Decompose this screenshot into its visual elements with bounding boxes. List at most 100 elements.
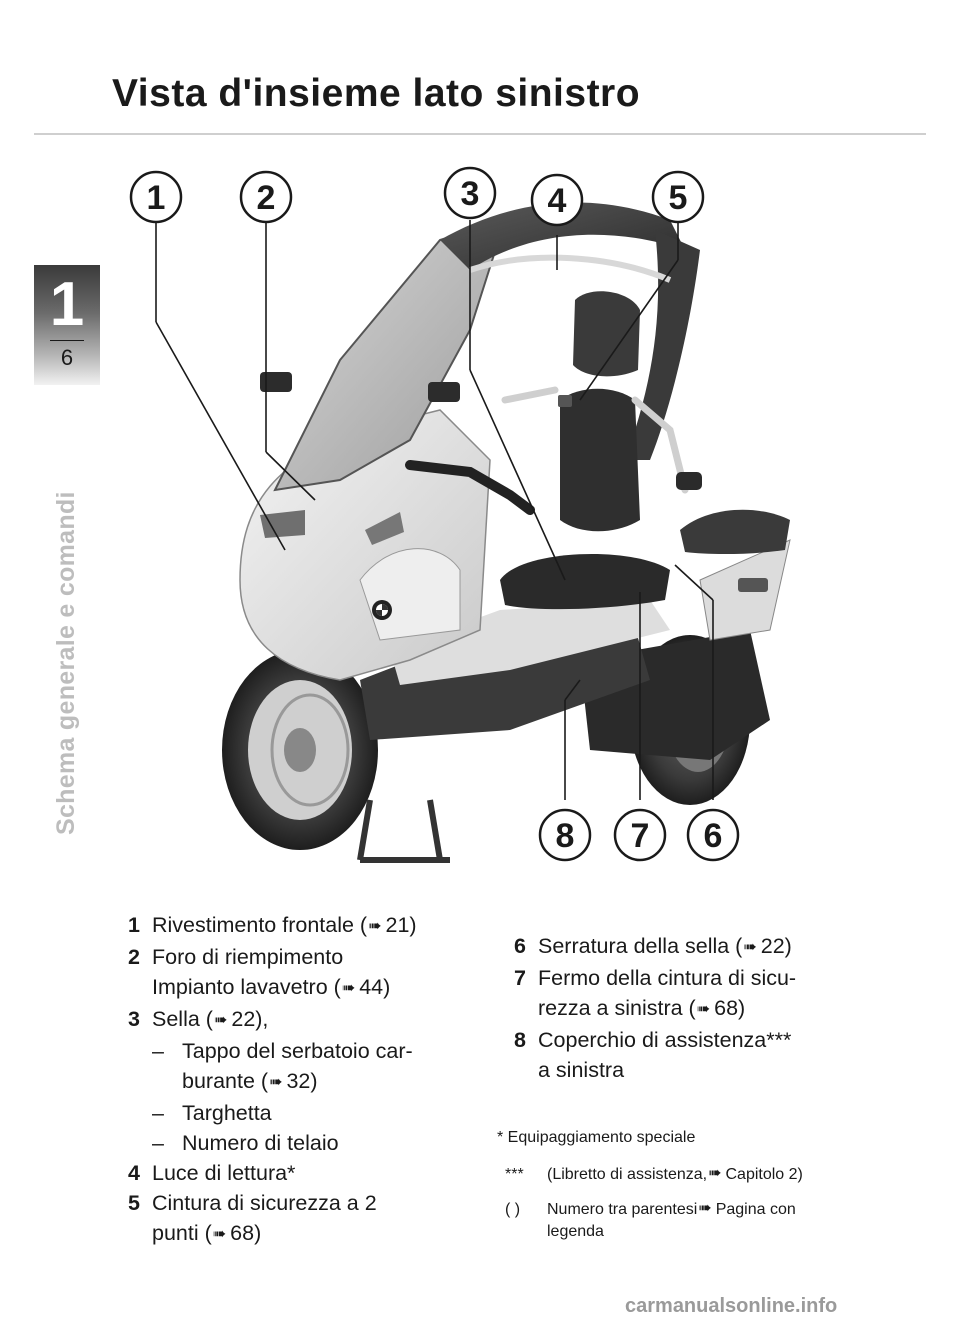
seat-cushion bbox=[500, 553, 670, 610]
dash-bullet: – bbox=[152, 1101, 164, 1125]
arrow-icon: ➠ bbox=[368, 918, 382, 935]
page-ref: 22), bbox=[231, 1007, 269, 1031]
arrow-icon: ➠ bbox=[698, 1200, 712, 1217]
headrest bbox=[573, 291, 640, 377]
arrow-icon: ➠ bbox=[269, 1074, 283, 1091]
legend-subitem: – Tappo del serbatoio car- burante (➠32) bbox=[152, 1036, 488, 1098]
note-text: Pagina con bbox=[715, 1201, 796, 1218]
arrow-icon: ➠ bbox=[743, 939, 757, 956]
callout-7: 7 bbox=[613, 808, 667, 862]
note-text: legenda bbox=[547, 1223, 604, 1240]
windscreen bbox=[273, 218, 507, 492]
svg-text:3: 3 bbox=[461, 175, 480, 213]
page-ref: 44) bbox=[359, 975, 391, 999]
front-wheel bbox=[222, 650, 378, 850]
note-text: Numero tra parentesi bbox=[547, 1201, 698, 1218]
svg-text:7: 7 bbox=[631, 817, 650, 855]
chapter-divider bbox=[50, 340, 84, 341]
page-ref: 22) bbox=[760, 934, 792, 958]
side-indicator bbox=[365, 512, 404, 545]
note-mark: *** bbox=[505, 1166, 524, 1183]
legend-subitem-text: Numero di telaio bbox=[182, 1131, 339, 1155]
page-title: Vista d'insieme lato sinistro bbox=[112, 72, 641, 115]
legend-item-text: Fermo della cintura di sicu- bbox=[538, 966, 797, 990]
svg-text:4: 4 bbox=[548, 182, 567, 220]
page-ref: 68) bbox=[714, 996, 746, 1020]
chapter-tab: 1 6 bbox=[34, 265, 100, 385]
legend-subitem: – Targhetta bbox=[152, 1098, 488, 1128]
legend-item-4: 4 Luce di lettura* bbox=[128, 1158, 488, 1188]
chapter-side-label: Schema generale e comandi bbox=[52, 491, 80, 835]
roof-side-rail bbox=[469, 254, 672, 283]
handlebar bbox=[405, 460, 535, 515]
callout-6: 6 bbox=[686, 808, 740, 862]
svg-text:2: 2 bbox=[257, 179, 276, 217]
legend-column-left: 1 Rivestimento frontale (➠21) 2 Foro di … bbox=[128, 910, 488, 1250]
legend-item-text: rezza a sinistra ( bbox=[538, 996, 696, 1020]
chapter-number: 1 bbox=[49, 270, 85, 339]
turn-signal bbox=[260, 510, 305, 538]
page-ref: 68) bbox=[230, 1221, 262, 1245]
driver-seat-back bbox=[560, 388, 640, 532]
callout-4: 4 bbox=[530, 173, 584, 227]
callout-1: 1 bbox=[129, 170, 183, 224]
arrow-icon: ➠ bbox=[708, 1165, 722, 1182]
legend-subitem-text: Tappo del serbatoio car- bbox=[182, 1039, 413, 1063]
right-mirror bbox=[428, 382, 460, 402]
legend-item-text: Coperchio di assistenza*** bbox=[538, 1028, 792, 1052]
arrow-icon: ➠ bbox=[212, 1226, 227, 1243]
note-text: Capitolo 2) bbox=[725, 1166, 803, 1183]
callout-5: 5 bbox=[651, 170, 705, 224]
legend-item-text: Rivestimento frontale ( bbox=[152, 913, 368, 937]
note-parentheses: ( ) Numero tra parentesi➠Pagina con legen… bbox=[497, 1198, 803, 1243]
legend-item-number: 8 bbox=[514, 1028, 526, 1052]
pillion-seat bbox=[680, 509, 790, 555]
arrow-icon: ➠ bbox=[213, 1012, 228, 1029]
title-divider bbox=[34, 133, 926, 135]
page-number: 6 bbox=[60, 345, 74, 370]
note-special-equipment: * Equipaggiamento speciale bbox=[497, 1129, 696, 1146]
page-ref: 21) bbox=[385, 913, 417, 937]
legend-item-text: Serratura della sella ( bbox=[538, 934, 743, 958]
dash-bullet: – bbox=[152, 1039, 164, 1063]
grab-rail bbox=[501, 386, 689, 494]
callout-8: 8 bbox=[538, 808, 592, 862]
note-mark: ( ) bbox=[505, 1201, 521, 1218]
svg-text:6: 6 bbox=[704, 817, 723, 855]
legend-item-text: a sinistra bbox=[538, 1058, 625, 1082]
arrow-icon: ➠ bbox=[341, 980, 356, 997]
note-text: (Libretto di assistenza, bbox=[547, 1166, 708, 1183]
legend-item-6: 6 Serratura della sella (➠22) bbox=[514, 931, 884, 963]
legend-item-number: 3 bbox=[128, 1007, 140, 1031]
legend-item-8: 8 Coperchio di assistenza*** a sinistra bbox=[514, 1025, 884, 1085]
legend-subitem-text: burante ( bbox=[182, 1069, 269, 1093]
legend-subitem-text: Targhetta bbox=[182, 1101, 272, 1125]
note-service: *** (Libretto di assistenza,➠Capitolo 2) bbox=[497, 1163, 803, 1186]
roof-rear-pillar bbox=[625, 230, 700, 460]
roof bbox=[440, 202, 685, 270]
legend-item-text: punti ( bbox=[152, 1221, 212, 1245]
belt-buckle bbox=[558, 395, 572, 407]
legend-item-number: 4 bbox=[128, 1161, 140, 1185]
callout-leaders bbox=[155, 220, 714, 800]
center-stand bbox=[357, 799, 450, 863]
left-mirror bbox=[260, 372, 292, 392]
svg-text:8: 8 bbox=[556, 817, 575, 855]
watermark: carmanualsonline.info bbox=[625, 1295, 838, 1317]
legend-column-right: 6 Serratura della sella (➠22) 7 Fermo de… bbox=[514, 931, 884, 1085]
legend-item-text: Luce di lettura* bbox=[152, 1161, 296, 1185]
legend-item-1: 1 Rivestimento frontale (➠21) bbox=[128, 910, 488, 942]
legend-item-5: 5 Cintura di sicurezza a 2 punti (➠68) bbox=[128, 1188, 488, 1250]
legend-item-number: 5 bbox=[128, 1191, 140, 1215]
legend-item-text: Sella ( bbox=[152, 1007, 213, 1031]
page-ref: 32) bbox=[286, 1069, 318, 1093]
legend-item-text: Impianto lavavetro ( bbox=[152, 975, 341, 999]
tail-light bbox=[738, 578, 768, 592]
legend-item-number: 7 bbox=[514, 966, 526, 990]
dash-bullet: – bbox=[152, 1131, 164, 1155]
legend-item-number: 6 bbox=[514, 934, 526, 958]
callout-3: 3 bbox=[443, 166, 497, 220]
footnotes: * Equipaggiamento speciale *** (Libretto … bbox=[497, 1127, 803, 1243]
svg-text:5: 5 bbox=[669, 179, 688, 217]
legend-item-text: Cintura di sicurezza a 2 bbox=[152, 1191, 377, 1215]
